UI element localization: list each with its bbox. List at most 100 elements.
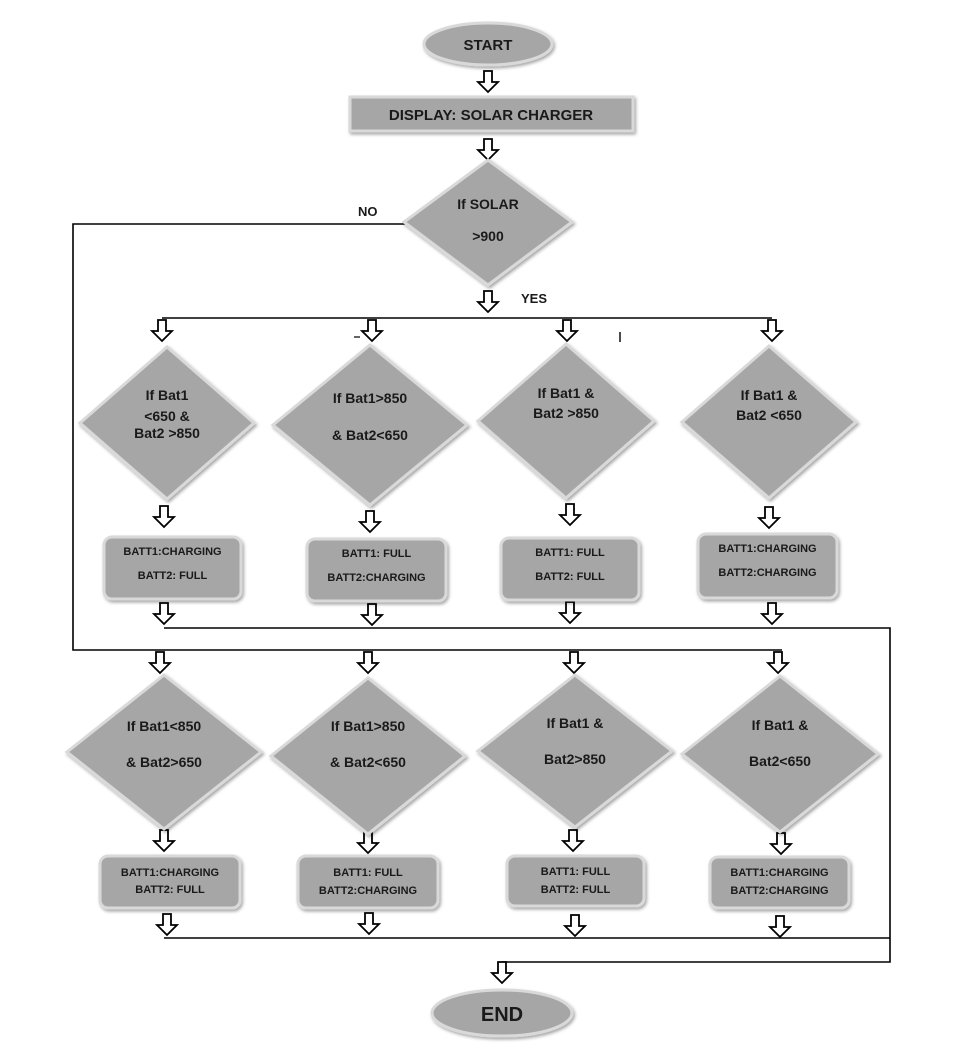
battery-status-text: BATT2:CHARGING (319, 885, 417, 897)
row2-decision-1: If Bat1<850 & Bat2>650 (64, 673, 264, 831)
decision-condition-text: Bat2 <650 (736, 407, 802, 423)
row2-result-1: BATT1:CHARGING BATT2: FULL (98, 854, 242, 910)
down-arrow-icon (765, 651, 791, 675)
result-box (102, 535, 243, 601)
battery-status-text: BATT2:CHARGING (730, 885, 828, 897)
battery-status-text: BATT1:CHARGING (730, 867, 828, 879)
decision-condition-text: & Bat2>650 (126, 754, 202, 770)
down-arrow-icon (767, 915, 793, 939)
result-box (296, 854, 440, 910)
down-arrow-icon (355, 831, 381, 855)
down-arrow-icon (154, 913, 180, 937)
solar-condition-line1: If SOLAR (457, 196, 518, 212)
down-arrow-icon (355, 651, 381, 675)
end-oval (430, 988, 574, 1038)
battery-status-text: BATT1: FULL (342, 548, 412, 560)
row2-result-3: BATT1: FULL BATT2: FULL (505, 854, 646, 908)
down-arrow-icon (151, 602, 177, 626)
decision-diamond (475, 342, 657, 500)
yes-label: YES (521, 291, 547, 306)
decision-diamond (268, 676, 468, 836)
battery-status-text: BATT2:CHARGING (327, 572, 425, 584)
connector-lines (72, 223, 891, 963)
result-box (98, 854, 242, 910)
row2-decision-3: If Bat1 &Bat2>850 (475, 673, 675, 829)
decision-diamond (270, 343, 470, 507)
down-arrow-icon (562, 914, 588, 938)
condition-rows: If Bat1<650 &Bat2 >850 If Bat1>850 & Bat2<… (64, 342, 881, 910)
decision-condition-text: & Bat2<650 (332, 427, 408, 443)
no-label: NO (358, 204, 378, 219)
battery-status-text: BATT2: FULL (138, 570, 208, 582)
battery-status-text: BATT2: FULL (135, 884, 205, 896)
no-branch-line (72, 223, 782, 651)
battery-status-text: BATT2: FULL (541, 884, 611, 896)
end-terminal: END (430, 988, 574, 1038)
solar-condition-line2: >900 (472, 228, 504, 244)
down-arrow-icon (149, 319, 175, 343)
row1-decision-1: If Bat1<650 &Bat2 >850 (77, 345, 257, 501)
down-arrow-icon (557, 601, 583, 625)
down-arrow-icon (561, 651, 587, 675)
decision-condition-text: & Bat2<650 (330, 754, 406, 770)
down-arrow-icon (357, 510, 383, 534)
decision-condition-text: If Bat1 & (752, 717, 809, 733)
decision-diamond (679, 674, 881, 834)
row1-result-3: BATT1: FULL BATT2: FULL (499, 536, 641, 602)
display-box (348, 95, 635, 133)
down-arrow-icon (475, 138, 501, 162)
decision-condition-text: Bat2 >850 (533, 405, 599, 421)
decision-condition-text: Bat2>850 (544, 751, 606, 767)
result-box (708, 855, 851, 910)
start-terminal: START (422, 21, 554, 67)
decision-condition-text: <650 & (144, 408, 190, 424)
row1-result-4: BATT1:CHARGING BATT2:CHARGING (696, 532, 839, 600)
row2-decision-4: If Bat1 & Bat2<650 (679, 674, 881, 834)
battery-status-text: BATT1: FULL (541, 866, 611, 878)
decision-diamond (475, 673, 675, 829)
down-arrow-icon (489, 961, 515, 985)
down-arrow-icon (475, 70, 501, 94)
battery-status-text: BATT2:CHARGING (718, 567, 816, 579)
row1-decision-2: If Bat1>850 & Bat2<650 (270, 343, 470, 507)
decision-diamond (679, 344, 859, 500)
down-arrow-icon (359, 319, 385, 343)
start-label: START (464, 37, 513, 54)
result-box (499, 536, 641, 602)
down-arrow-icon (756, 506, 782, 530)
row2-result-2: BATT1: FULL BATT2:CHARGING (296, 854, 440, 910)
down-arrow-icon (557, 503, 583, 527)
row1-merge-line (164, 627, 891, 963)
result-box (505, 854, 646, 908)
battery-status-text: BATT1: FULL (333, 867, 403, 879)
down-arrow-icon (475, 290, 501, 314)
battery-status-text: BATT1:CHARGING (121, 867, 219, 879)
decision-diamond (77, 345, 257, 501)
end-label: END (481, 1004, 523, 1026)
decision-condition-text: Bat2<650 (749, 753, 811, 769)
start-oval (422, 21, 554, 67)
down-arrow-icon (151, 829, 177, 853)
display-label: DISPLAY: SOLAR CHARGER (389, 107, 593, 124)
down-arrow-icon (768, 832, 794, 856)
solar-diamond (401, 158, 575, 287)
decision-condition-text: If Bat1>850 (331, 718, 406, 734)
down-arrow-icon (151, 505, 177, 529)
battery-status-text: BATT2: FULL (535, 571, 605, 583)
result-box (305, 537, 448, 603)
down-arrow-icon (359, 603, 385, 627)
decision-condition-text: If Bat1 & (741, 387, 798, 403)
battery-status-text: BATT1:CHARGING (718, 543, 816, 555)
row2-result-4: BATT1:CHARGING BATT2:CHARGING (708, 855, 851, 910)
decision-condition-text: If Bat1 & (538, 385, 595, 401)
decision-condition-text: If Bat1>850 (333, 390, 408, 406)
flow-arrows (147, 70, 794, 985)
row2-decision-2: If Bat1>850 & Bat2<650 (268, 676, 468, 836)
battery-status-text: BATT1: FULL (535, 547, 605, 559)
down-arrow-icon (759, 602, 785, 626)
row1-decision-3: If Bat1 & Bat2 >850 (475, 342, 657, 500)
display-process: DISPLAY: SOLAR CHARGER (348, 95, 635, 133)
decision-condition-text: If Bat1<850 (127, 718, 202, 734)
